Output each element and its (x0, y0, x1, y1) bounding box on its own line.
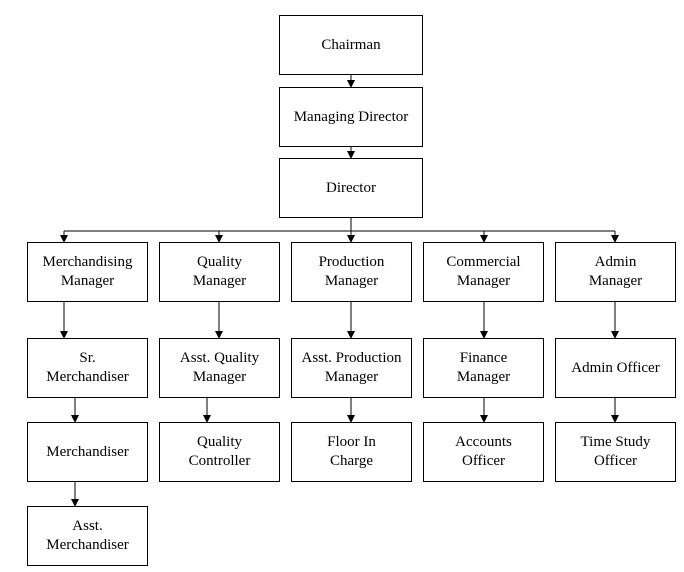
commercial-manager-box: Commercial Manager (423, 242, 544, 302)
finance-manager-box: Finance Manager (423, 338, 544, 398)
floor-in-charge-box: Floor In Charge (291, 422, 412, 482)
sr-merchandiser-box: Sr. Merchandiser (27, 338, 148, 398)
quality-manager-box: Quality Manager (159, 242, 280, 302)
production-manager-box: Production Manager (291, 242, 412, 302)
accounts-officer-box: Accounts Officer (423, 422, 544, 482)
admin-officer-box: Admin Officer (555, 338, 676, 398)
asst-production-manager-box: Asst. Production Manager (291, 338, 412, 398)
asst-quality-manager-box: Asst. Quality Manager (159, 338, 280, 398)
merchandiser-box: Merchandiser (27, 422, 148, 482)
admin-manager-box: Admin Manager (555, 242, 676, 302)
time-study-officer-box: Time Study Officer (555, 422, 676, 482)
merchandising-manager-box: Merchandising Manager (27, 242, 148, 302)
chairman-box: Chairman (279, 15, 423, 75)
director-box: Director (279, 158, 423, 218)
managing-director-box: Managing Director (279, 87, 423, 147)
quality-controller-box: Quality Controller (159, 422, 280, 482)
asst-merchandiser-box: Asst. Merchandiser (27, 506, 148, 566)
